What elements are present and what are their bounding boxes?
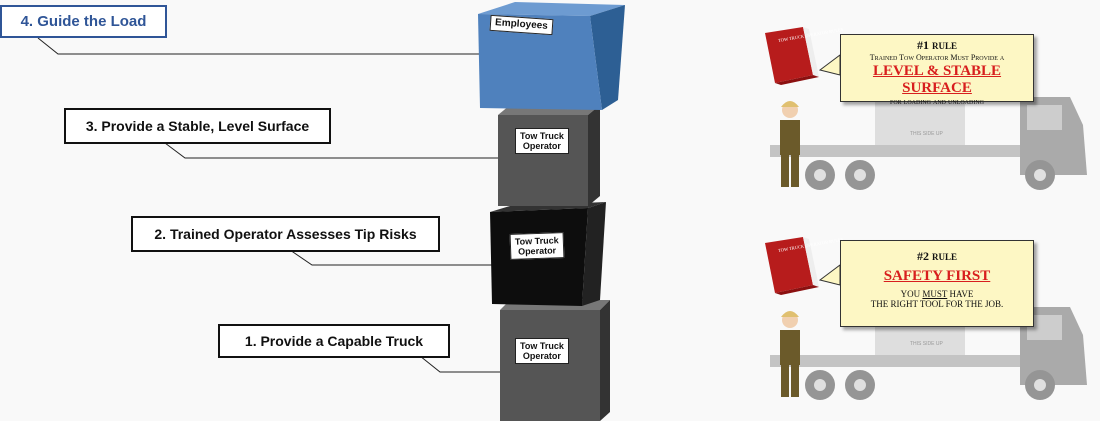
step-3-label: 3. Provide a Stable, Level Surface xyxy=(64,108,331,144)
rule-2-scene: THIS SIDE UP TOW TRUCK OPERATOR RULES xyxy=(765,237,1087,400)
rule-2-panel: THIS SIDE UP TOW TRUCK OPERATOR RULES #2… xyxy=(765,235,1095,400)
rulebook-icon-2: TOW TRUCK OPERATOR RULES xyxy=(765,237,844,295)
operator-figure-2 xyxy=(780,311,800,397)
rule-2-callout: #2 RULE SAFETY FIRST YOU MUST HAVE THE R… xyxy=(840,240,1034,327)
operator-figure-1 xyxy=(780,101,800,187)
rulebook-icon-1: TOW TRUCK OPERATOR RULES xyxy=(765,27,844,85)
leader-line-step-3 xyxy=(164,142,520,159)
rule-1-callout: #1 RULE Trained Tow Operator Must Provid… xyxy=(840,34,1034,106)
truck-graphic-2 xyxy=(770,307,1087,400)
rule-1-panel: THIS SIDE UP TOW TRUCK OPERATOR RULES #1… xyxy=(765,25,1095,190)
leader-line-step-2 xyxy=(289,249,525,266)
rule-1-scene: THIS SIDE UP TOW TRUCK OPERATOR RULES xyxy=(765,27,1087,190)
step-4-label: 4. Guide the Load xyxy=(0,5,167,38)
step-1-label: 1. Provide a Capable Truck xyxy=(218,324,450,358)
block-stack-graphics xyxy=(478,2,625,421)
leader-line-step-4 xyxy=(37,37,530,55)
truck-graphic-1 xyxy=(770,97,1087,190)
load-text-2: THIS SIDE UP xyxy=(910,341,943,347)
step-2-label: 2. Trained Operator Assesses Tip Risks xyxy=(131,216,440,252)
employees-block xyxy=(478,2,625,110)
load-text-1: THIS SIDE UP xyxy=(910,131,943,137)
middle-block xyxy=(498,105,600,206)
